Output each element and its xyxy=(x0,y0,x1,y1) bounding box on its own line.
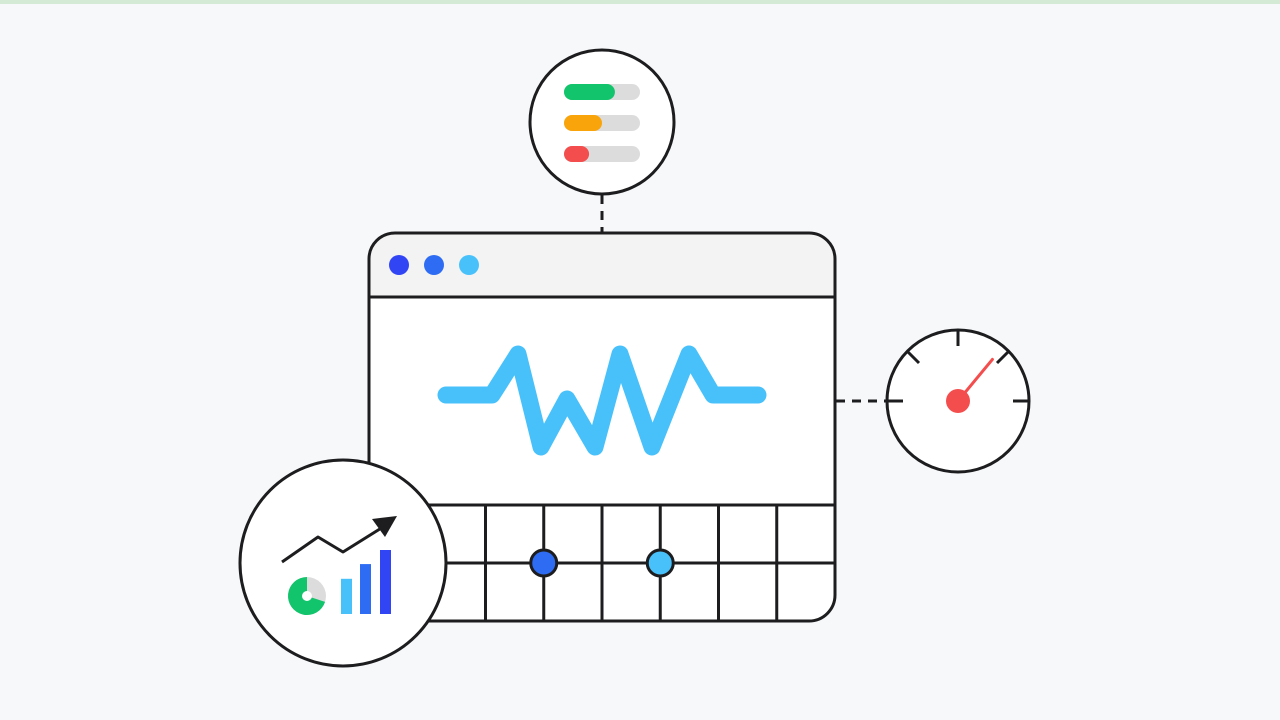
bar-chart-bar xyxy=(360,564,371,614)
top-accent-strip xyxy=(0,0,1280,4)
status-bars-icon xyxy=(528,48,676,196)
window-dot-1 xyxy=(389,255,409,275)
window-dot-3 xyxy=(459,255,479,275)
heartbeat-waveform-icon xyxy=(437,345,767,456)
pie-chart-icon xyxy=(288,577,326,616)
speedometer-icon xyxy=(885,328,1031,474)
gauge-tick xyxy=(995,349,1011,365)
grid-node xyxy=(645,548,675,578)
window-dot-2 xyxy=(424,255,444,275)
bar-chart-bar xyxy=(341,578,352,614)
grid-nodes xyxy=(529,548,675,578)
gauge-tick xyxy=(905,349,921,365)
analytics-circle xyxy=(238,458,448,668)
pie-hole xyxy=(302,591,312,601)
bar-chart-icon xyxy=(341,550,391,614)
status-bar-fill xyxy=(564,84,615,100)
grid-node xyxy=(529,548,559,578)
window-titlebar xyxy=(369,233,835,297)
trend-line-icon xyxy=(281,525,384,564)
trend-arrow-icon xyxy=(372,516,397,537)
status-bars xyxy=(564,84,640,162)
window-frame xyxy=(367,231,837,623)
status-bar-fill xyxy=(564,115,602,131)
analytics-chart-icon xyxy=(238,458,448,668)
bar-chart-bar xyxy=(380,550,391,614)
gauge-hub xyxy=(946,389,970,413)
status-bar-fill xyxy=(564,146,590,162)
